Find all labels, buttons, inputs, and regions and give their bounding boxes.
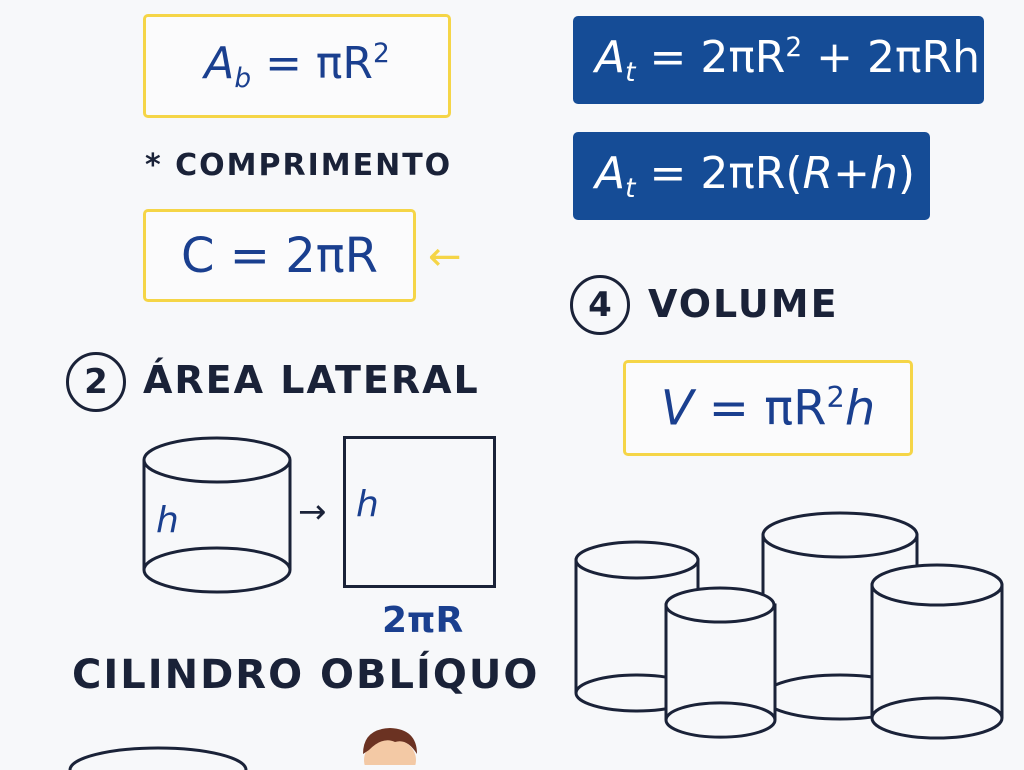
oblique-cylinder-heading: CILINDRO OBLÍQUO bbox=[72, 652, 540, 698]
rect-width-label: 2πR bbox=[382, 600, 464, 641]
exponent: 2 bbox=[785, 32, 803, 64]
rhs: = πR bbox=[265, 37, 373, 89]
rhs: = πR bbox=[693, 380, 827, 437]
height-label: h bbox=[156, 500, 179, 541]
volume-formula: V = πR2h bbox=[661, 380, 876, 436]
boy-character-icon bbox=[363, 728, 417, 765]
symbol: A bbox=[595, 147, 626, 199]
cylinder-icon bbox=[870, 563, 1004, 740]
circumference-formula: C = 2πR bbox=[180, 227, 379, 284]
symbol: A bbox=[204, 37, 235, 89]
volume-formula-box: V = πR2h bbox=[623, 360, 913, 456]
base-area-formula-box: Ab = πR2 bbox=[143, 14, 451, 118]
total-area-formula-1: At = 2πR2 + 2πRh bbox=[573, 16, 984, 104]
rhs-2: + 2πRh bbox=[802, 31, 980, 83]
step-number-4: 4 bbox=[570, 275, 630, 335]
exponent: 2 bbox=[826, 379, 845, 414]
base-area-formula: Ab = πR2 bbox=[204, 38, 390, 94]
rhs: = 2πR bbox=[649, 31, 786, 83]
unrolled-rectangle bbox=[343, 436, 496, 588]
inner: R+h bbox=[802, 147, 898, 199]
subscript: b bbox=[234, 63, 252, 95]
symbol: V bbox=[660, 380, 694, 437]
arrow-left-icon: ← bbox=[428, 234, 462, 280]
formula-text: At = 2πR(R+h) bbox=[595, 148, 915, 204]
total-area-formula-2: At = 2πR(R+h) bbox=[573, 132, 930, 220]
symbol: A bbox=[595, 31, 626, 83]
subscript: t bbox=[625, 57, 636, 89]
lateral-area-heading: ÁREA LATERAL bbox=[143, 358, 480, 402]
rect-height-label: h bbox=[356, 484, 379, 525]
exponent: 2 bbox=[373, 38, 390, 70]
oblique-cylinder-top bbox=[68, 746, 248, 770]
cylinder-icon bbox=[664, 586, 777, 739]
height: h bbox=[844, 380, 876, 437]
close-paren: ) bbox=[897, 147, 916, 199]
subscript: t bbox=[625, 173, 636, 205]
step-number-2: 2 bbox=[66, 352, 126, 412]
arrow-right-icon: → bbox=[298, 492, 327, 532]
comprimento-heading: * COMPRIMENTO bbox=[145, 148, 453, 183]
rhs: = 2πR( bbox=[649, 147, 803, 199]
volume-heading: VOLUME bbox=[648, 282, 839, 326]
formula-text: At = 2πR2 + 2πRh bbox=[595, 32, 980, 88]
circumference-formula-box: C = 2πR bbox=[143, 209, 416, 302]
cylinder-icon bbox=[142, 436, 292, 594]
